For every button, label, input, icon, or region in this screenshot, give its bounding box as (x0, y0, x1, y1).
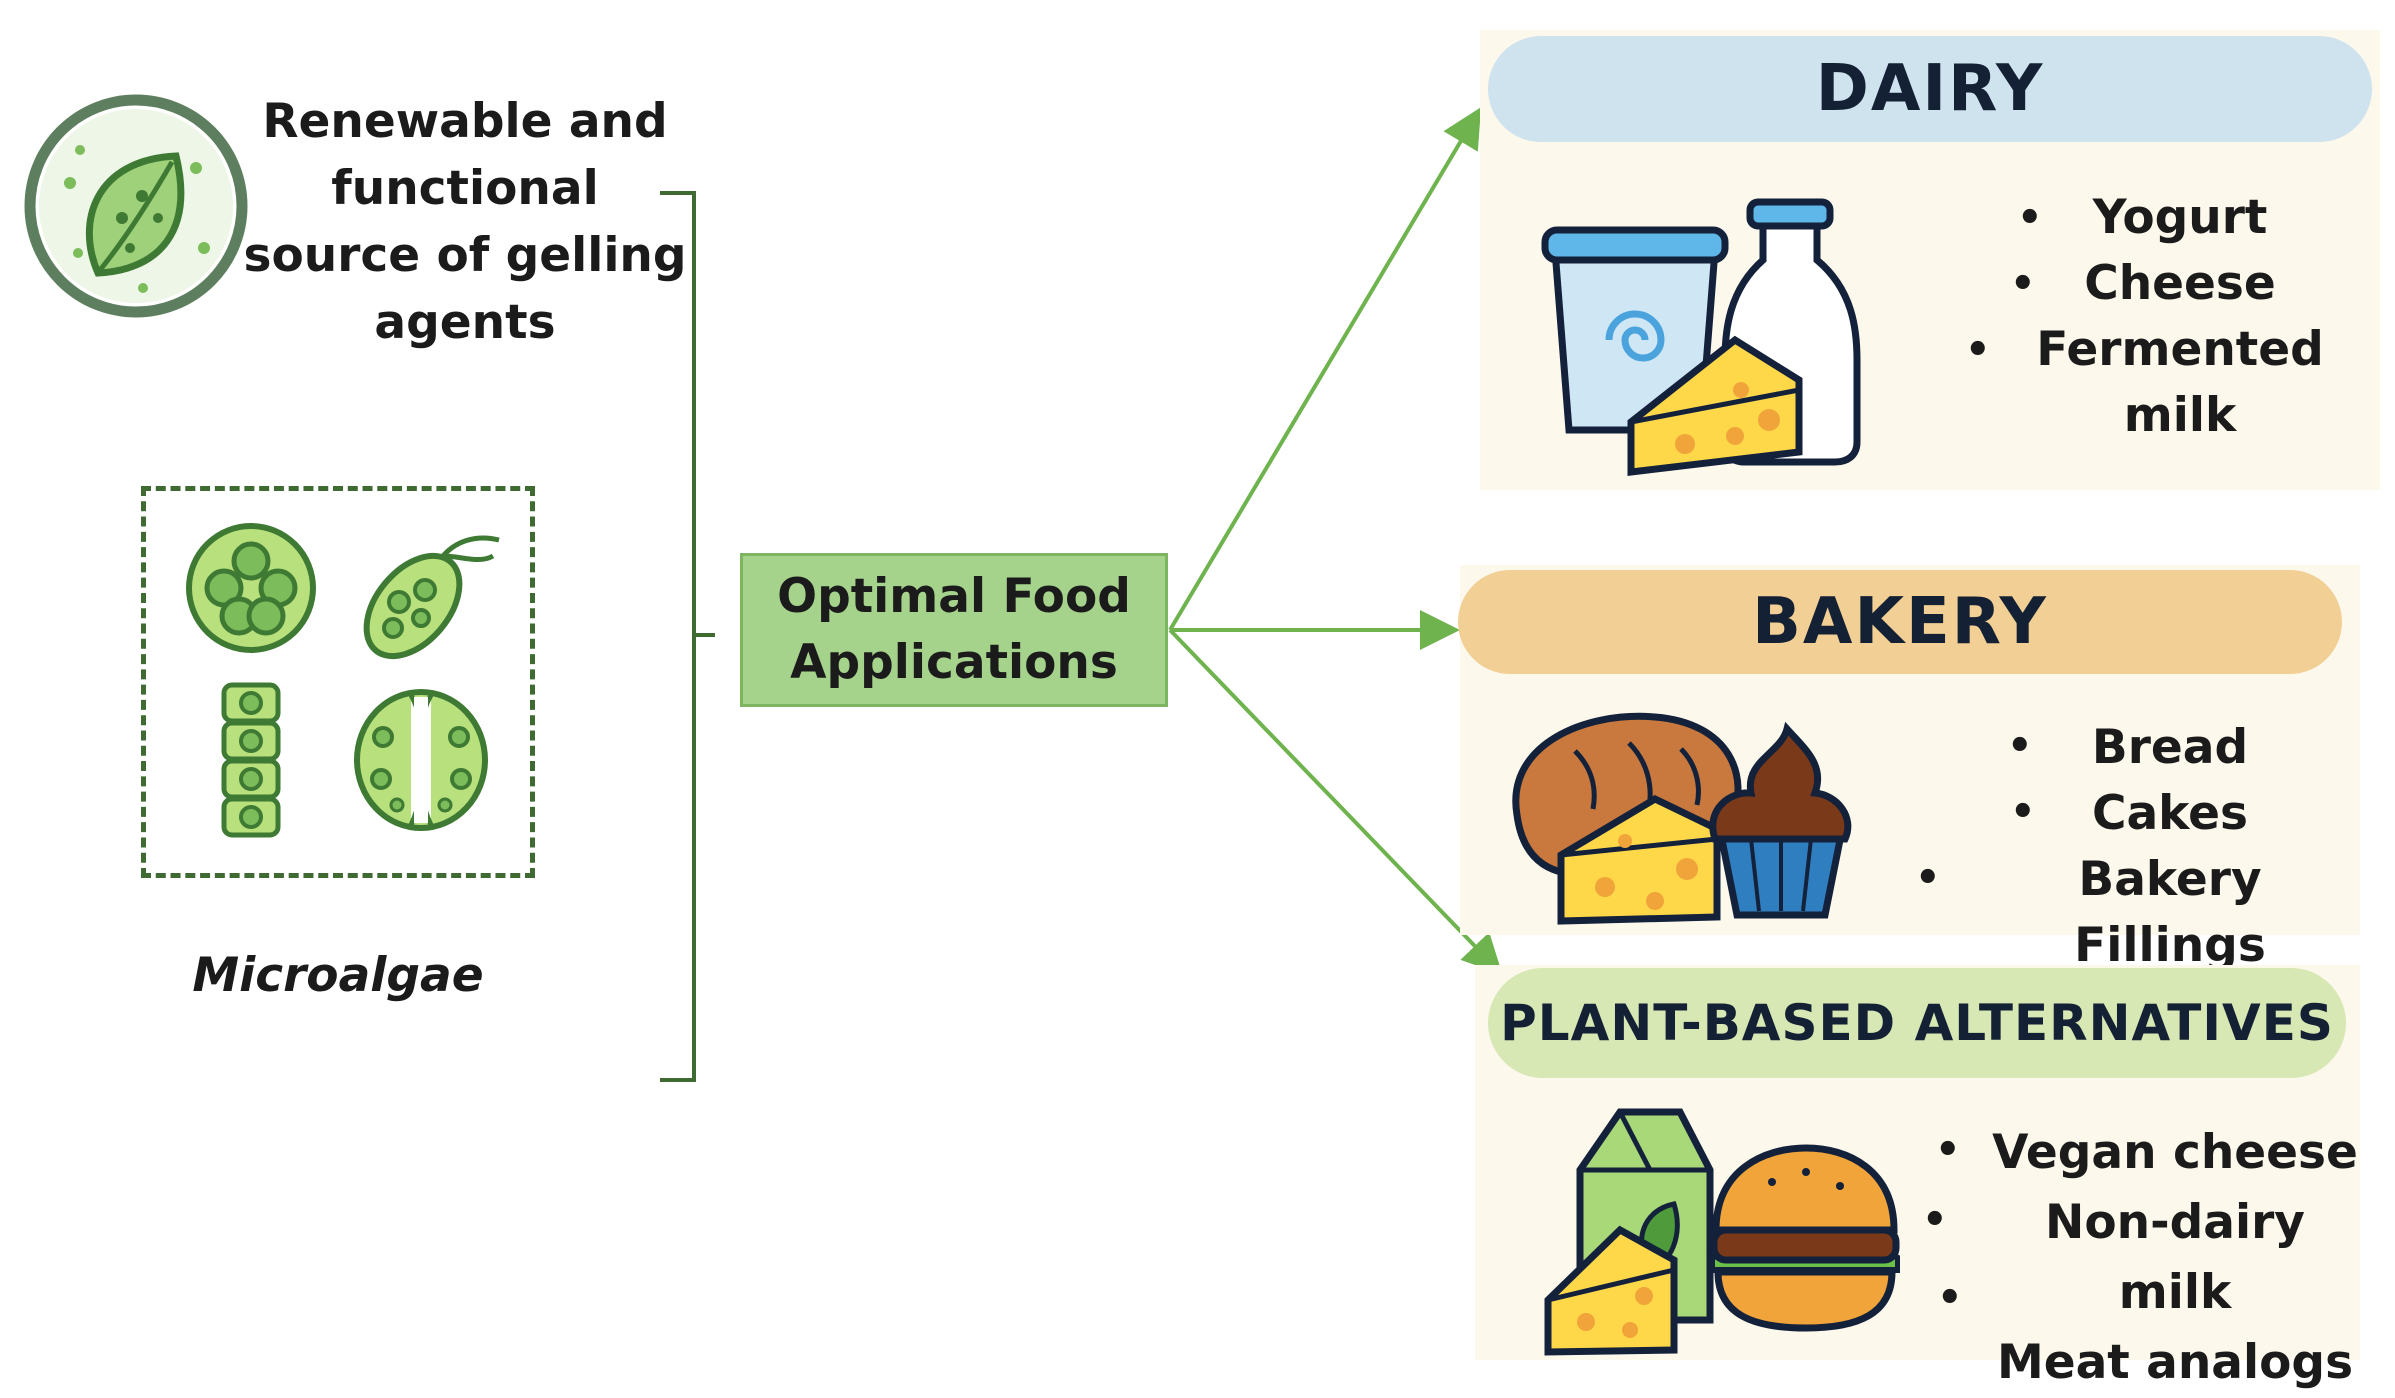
bakery-item-list: Bread Cakes Bakery Fillings (1990, 715, 2350, 979)
bullet-icon: • (2007, 723, 2033, 769)
dairy-title: DAIRY (1488, 36, 2372, 142)
source-line: agents (374, 295, 556, 350)
leaf-circle-icon (24, 94, 248, 318)
bakery-illustration (1512, 712, 1852, 925)
dairy-illustration (1541, 198, 1861, 476)
plant-based-title: PLANT-BASED ALTERNATIVES (1488, 968, 2346, 1078)
dairy-item-list: Yogurt Cheese Fermented milk (2030, 185, 2330, 449)
plant-based-item-list: Vegan cheese Non-dairy milk Meat analogs (1990, 1118, 2360, 1398)
bullet-icon: • (2010, 261, 2036, 307)
filament-chain-cell-icon (221, 682, 281, 838)
microalgae-label: Microalgae (192, 948, 484, 1003)
list-item: Non-dairy milk (2045, 1195, 2305, 1320)
arrow-to-plant-based (1168, 628, 1503, 975)
list-item: Bakery Fillings (2074, 852, 2266, 973)
bullet-icon: • (2017, 195, 2043, 241)
source-line: source of gelling (243, 228, 687, 283)
list-item: Cakes (2091, 786, 2249, 841)
list-item: Fermented (2036, 322, 2324, 377)
bullet-icon: • (1922, 1197, 1948, 1243)
list-item: Cheese (2084, 256, 2276, 311)
bullet-icon: • (1965, 327, 1991, 373)
source-description: Renewable and functional source of gelli… (240, 88, 690, 356)
arrow-to-dairy (1168, 107, 1482, 632)
round-colony-cell-icon (186, 523, 316, 653)
cupcake-icon (1709, 721, 1852, 919)
bullet-icon: • (2010, 789, 2036, 835)
list-item: Bread (2091, 720, 2249, 775)
list-item: Yogurt (2092, 190, 2268, 245)
center-line: Optimal Food (777, 569, 1131, 624)
desmid-cell-icon (354, 689, 488, 831)
cheese-wedge-icon (1627, 335, 1803, 476)
optimal-food-applications-node: Optimal Food Applications (740, 553, 1168, 707)
bullet-icon: • (1915, 855, 1941, 901)
center-line: Applications (790, 635, 1118, 690)
bullet-icon: • (1935, 1127, 1961, 1173)
burger-icon (1709, 1144, 1900, 1332)
source-line: Renewable and (262, 94, 668, 149)
bakery-title: BAKERY (1458, 570, 2342, 674)
cheese-wedge-icon (1544, 1225, 1678, 1356)
flagellate-cell-icon (363, 535, 500, 660)
bullet-icon: • (1937, 1275, 1963, 1321)
list-item: Vegan cheese (1992, 1125, 2358, 1180)
list-item: milk (2123, 388, 2237, 443)
list-item: Meat analogs (1996, 1335, 2354, 1390)
microalgae-panel (141, 486, 535, 878)
source-line: functional (331, 161, 599, 216)
grouping-bracket (660, 191, 715, 1082)
cheese-wedge-icon (1557, 795, 1721, 925)
plant-based-illustration (1544, 1108, 1900, 1356)
